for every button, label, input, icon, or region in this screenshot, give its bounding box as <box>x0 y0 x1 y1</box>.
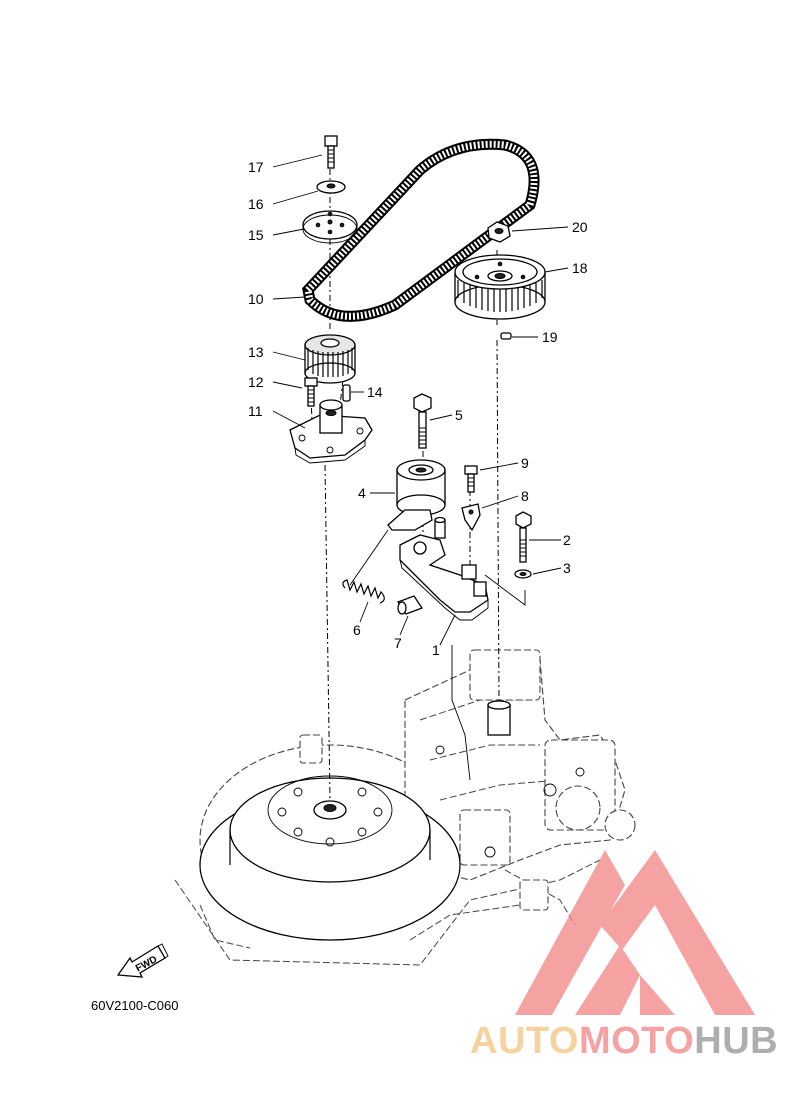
washer-3 <box>514 569 532 579</box>
bolt-9 <box>464 465 478 493</box>
callout-2: 2 <box>563 532 571 548</box>
callout-labels: 17 16 15 10 13 12 11 14 5 4 20 18 19 9 8… <box>248 159 588 658</box>
callout-11: 11 <box>248 403 263 419</box>
collar-7 <box>397 595 423 615</box>
cam-pulley-18 <box>454 254 546 320</box>
link-arm-1 <box>399 516 489 621</box>
callout-15: 15 <box>248 227 264 243</box>
dowel-pin-14 <box>342 384 351 402</box>
nut-20 <box>487 221 511 243</box>
tension-spring-6 <box>342 579 385 604</box>
automotohub-watermark: AUTOMOTOHUB <box>470 850 778 1062</box>
bolt-2 <box>515 511 532 563</box>
callout-10: 10 <box>248 291 264 307</box>
callout-1: 1 <box>432 642 440 658</box>
callout-6: 6 <box>353 622 361 638</box>
timing-belt <box>302 138 540 322</box>
watermark-brand-hub: HUB <box>694 1020 778 1062</box>
callout-5: 5 <box>455 407 463 423</box>
bolt-17 <box>324 135 338 169</box>
watermark-brand-auto: AUTO <box>470 1020 579 1062</box>
callout-19: 19 <box>542 329 558 345</box>
callout-3: 3 <box>563 560 571 576</box>
bearing-housing-11 <box>289 399 373 464</box>
watermark-triangle-logo <box>515 850 755 1015</box>
callout-17: 17 <box>248 159 264 175</box>
callout-14: 14 <box>367 384 383 400</box>
bolt-5 <box>413 393 432 449</box>
watermark-brand-moto: MOTO <box>579 1020 694 1062</box>
callout-8: 8 <box>521 488 529 504</box>
drawing-code: 60V2100-C060 <box>91 998 178 1013</box>
woodruff-key-19 <box>500 332 512 340</box>
callout-7: 7 <box>394 635 402 651</box>
watermark-brand: AUTOMOTOHUB <box>470 1020 778 1062</box>
leader-lines <box>272 154 569 646</box>
fwd-label: FWD <box>134 954 159 974</box>
flywheel-rotor <box>199 775 461 941</box>
callout-18: 18 <box>572 260 588 276</box>
callout-16: 16 <box>248 196 264 212</box>
callout-20: 20 <box>572 219 588 235</box>
callout-12: 12 <box>248 374 264 390</box>
pulley-plate-15 <box>302 210 358 244</box>
washer-16 <box>316 180 346 194</box>
bolt-12 <box>304 377 318 407</box>
callout-9: 9 <box>521 455 529 471</box>
forward-direction-arrow: FWD <box>116 943 169 978</box>
bracket-8 <box>461 503 481 532</box>
drive-pulley-13 <box>304 334 356 384</box>
callout-13: 13 <box>248 344 264 360</box>
callout-4: 4 <box>358 485 366 501</box>
belt-tensioner-4 <box>387 459 446 531</box>
